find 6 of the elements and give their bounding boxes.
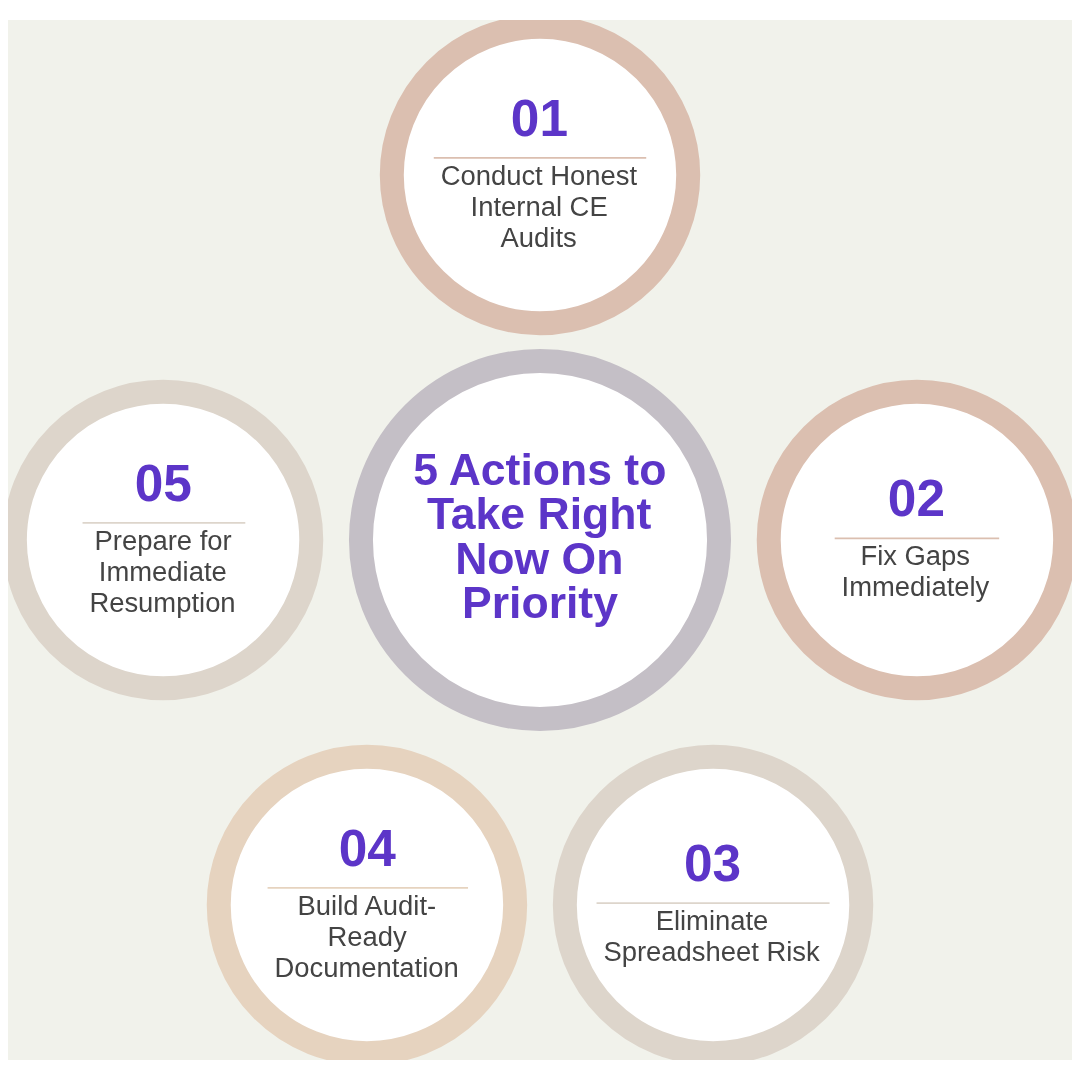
node-circle: 02 Fix Gaps Immediately xyxy=(756,379,1072,701)
node-circle: 05 Prepare for Immediate Resumption xyxy=(8,379,324,701)
node-circle: 5 Actions to Take Right Now On Priority xyxy=(348,348,732,732)
node-circle: 01 Conduct Honest Internal CE Audits xyxy=(379,20,701,336)
node-circle: 03 Eliminate Spreadsheet Risk xyxy=(552,744,874,1060)
node-circle: 04 Build Audit-Ready Documentation xyxy=(206,744,528,1060)
